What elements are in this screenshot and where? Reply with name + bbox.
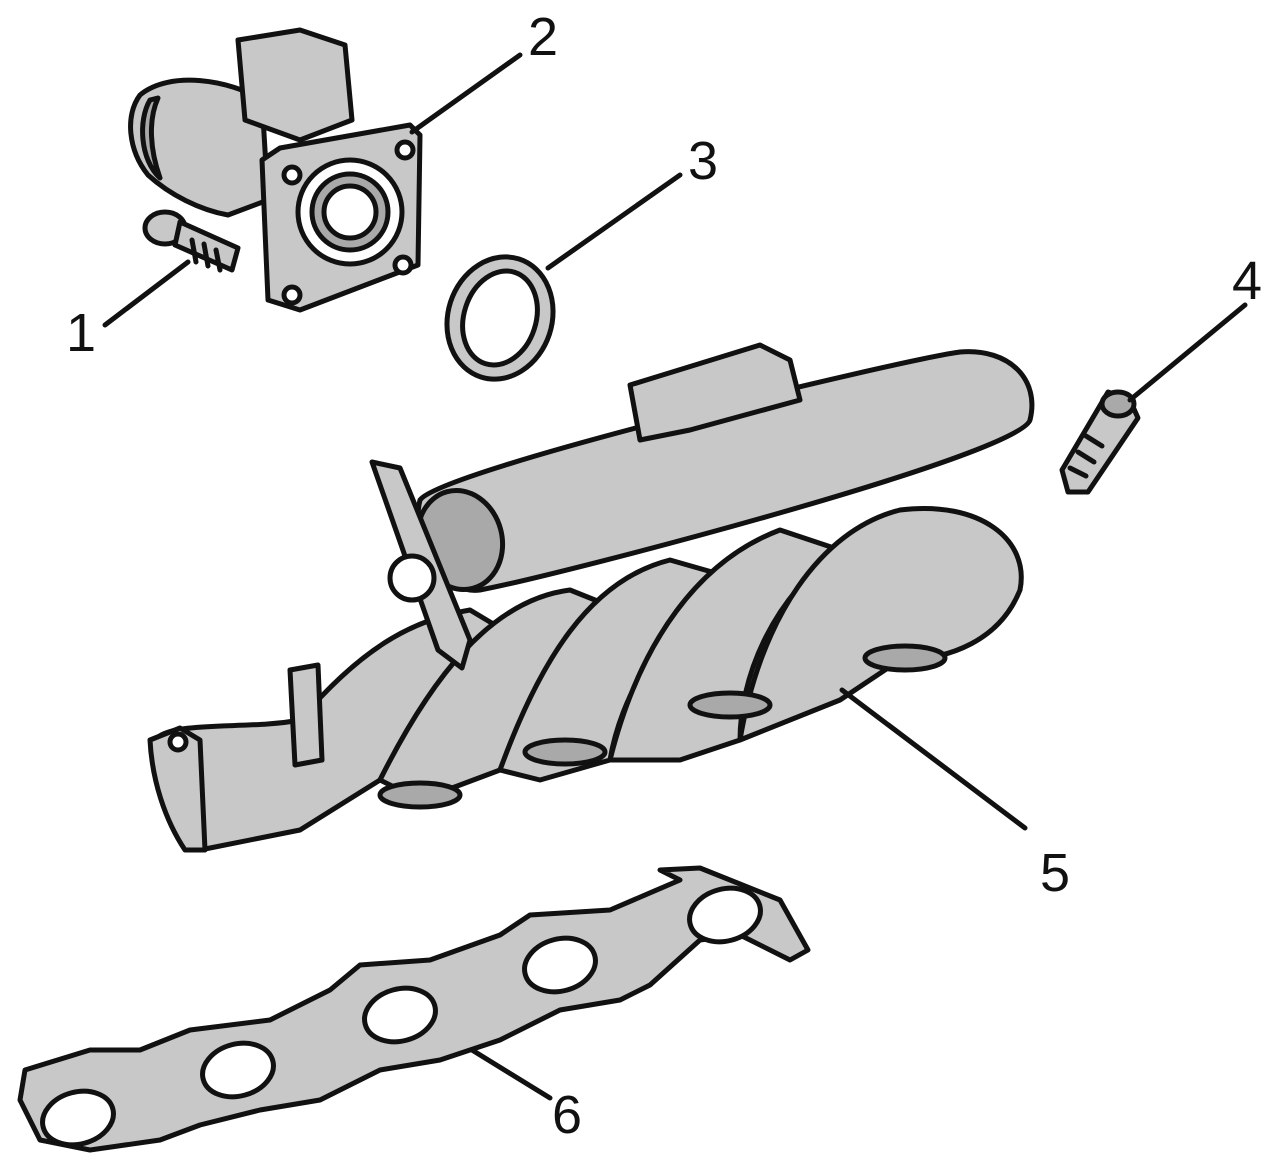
leader-line-6 [469, 1047, 553, 1101]
leader-line-2 [409, 52, 523, 135]
manifold-gasket [17, 865, 811, 1153]
callout-6: 6 [552, 1085, 583, 1145]
leader-line-1 [102, 259, 191, 328]
o-ring-seal [444, 254, 556, 382]
leader-line-4 [1127, 302, 1248, 403]
callout-2: 2 [528, 7, 559, 67]
bolt-fitting [142, 209, 241, 273]
intake-manifold [147, 342, 1035, 853]
callout-4: 4 [1232, 251, 1263, 311]
callout-1: 1 [66, 303, 97, 363]
callout-3: 3 [688, 131, 719, 191]
intake-elbow-housing [128, 27, 423, 313]
leader-line-5 [839, 687, 1028, 831]
sensor-screw [1059, 389, 1141, 495]
leader-line-3 [545, 172, 683, 271]
callout-5: 5 [1040, 843, 1071, 903]
